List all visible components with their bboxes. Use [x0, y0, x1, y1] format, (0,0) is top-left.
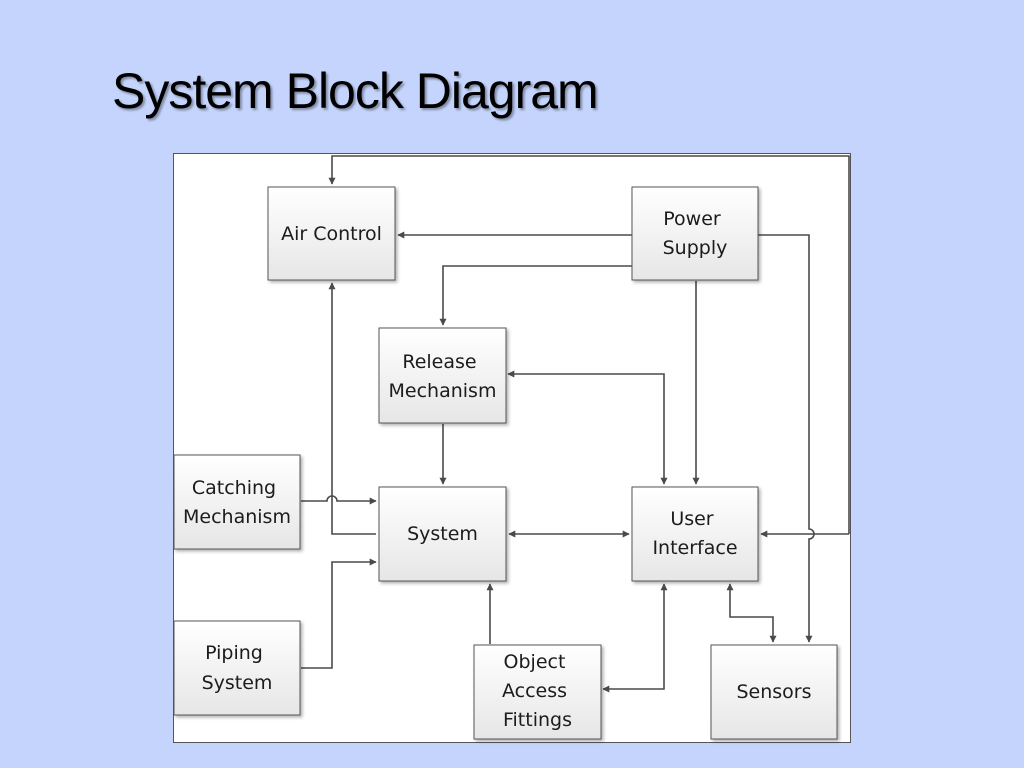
block-piping-system-label: Piping System	[202, 642, 273, 694]
wire-user-interface-to-air-control	[328, 155, 850, 534]
block-system-label: System	[407, 523, 478, 545]
slide-title: System Block Diagram	[112, 63, 599, 119]
wire-user-interface-sensors	[726, 583, 777, 643]
block-piping-system: Piping System	[173, 620, 301, 716]
wire-catching-to-system	[301, 495, 377, 505]
block-object-access-fittings: Object Access Fittings	[473, 644, 602, 740]
block-power-supply-label: Power Supply	[663, 208, 728, 259]
block-air-control: Air Control	[267, 186, 396, 281]
block-sensors-label: Sensors	[736, 681, 811, 703]
wire-power-to-sensors	[758, 234, 815, 643]
wire-power-to-release	[439, 265, 632, 326]
block-catching-mechanism-label: Catching Mechanism	[183, 477, 291, 528]
block-air-control-label: Air Control	[281, 223, 382, 245]
connections	[301, 155, 850, 693]
block-catching-mechanism: Catching Mechanism	[173, 454, 301, 550]
block-user-interface-label: User Interface	[652, 508, 737, 559]
block-user-interface: User Interface	[631, 486, 759, 582]
block-object-access-fittings-label: Object Access Fittings	[502, 651, 573, 731]
wire-release-user-interface	[507, 370, 668, 485]
wire-user-interface-fittings	[602, 583, 668, 693]
block-power-supply: Power Supply	[631, 186, 759, 281]
wire-piping-to-system	[301, 558, 377, 669]
block-system: System	[378, 486, 507, 582]
block-sensors: Sensors	[710, 644, 838, 740]
wire-system-to-air-control	[328, 282, 376, 535]
block-release-mechanism-label: Release Mechanism	[389, 351, 497, 402]
block-release-mechanism: Release Mechanism	[378, 327, 507, 424]
